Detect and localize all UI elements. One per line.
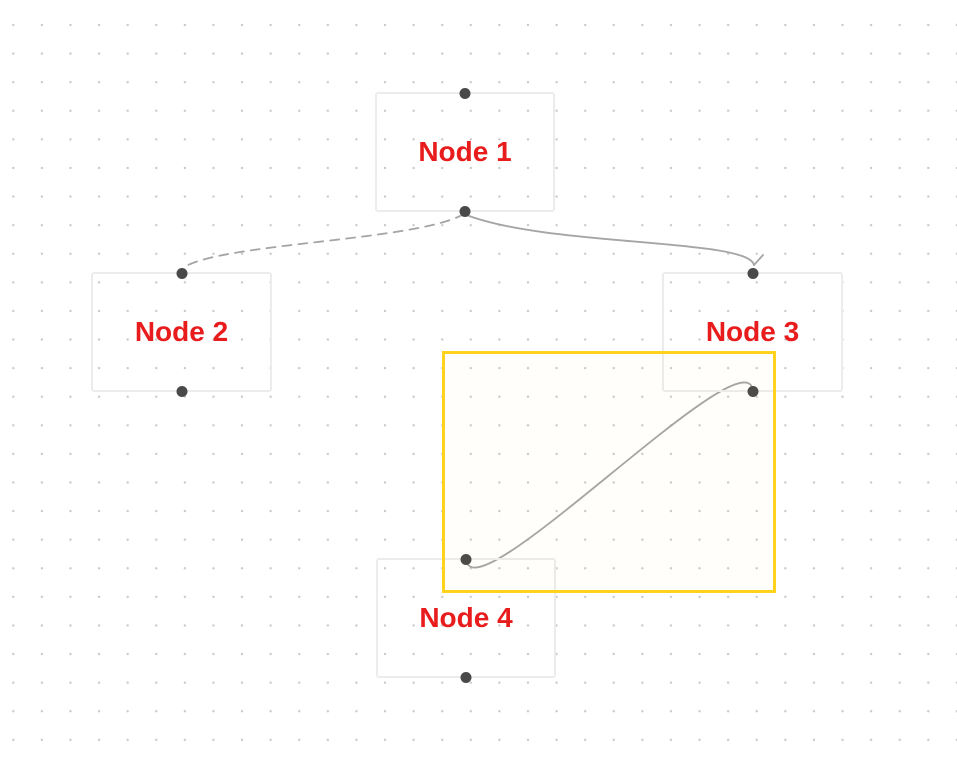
edge-node4-node3[interactable]	[465, 381, 754, 569]
node-1[interactable]: Node 1	[375, 87, 555, 217]
node-3-label: Node 3	[705, 316, 800, 347]
node-3[interactable]: Node 3	[662, 267, 843, 397]
node-2[interactable]: Node 2	[91, 267, 272, 397]
edge-node1-node2-path[interactable]	[182, 213, 465, 269]
node-1-handle-top[interactable]	[459, 87, 471, 99]
node-1-handle-bottom[interactable]	[459, 205, 471, 217]
node-3-handle-top[interactable]	[747, 267, 758, 279]
node-1-label: Node 1	[418, 136, 512, 167]
arrowhead-icon	[753, 254, 764, 266]
node-2-handle-top[interactable]	[176, 267, 187, 279]
edge-node1-node3[interactable]	[463, 213, 764, 266]
node-2-label: Node 2	[134, 316, 229, 347]
node-4[interactable]: Node 4	[376, 553, 556, 683]
edge-node4-node3-path[interactable]	[465, 381, 754, 569]
edge-node1-node3-path[interactable]	[463, 213, 755, 266]
node-4-handle-top[interactable]	[460, 553, 472, 565]
node-4-label: Node 4	[419, 602, 513, 633]
node-2-handle-bottom[interactable]	[176, 385, 187, 397]
node-4-handle-bottom[interactable]	[460, 671, 472, 683]
node-3-handle-bottom[interactable]	[747, 385, 758, 397]
edge-node1-node2[interactable]	[182, 213, 465, 269]
